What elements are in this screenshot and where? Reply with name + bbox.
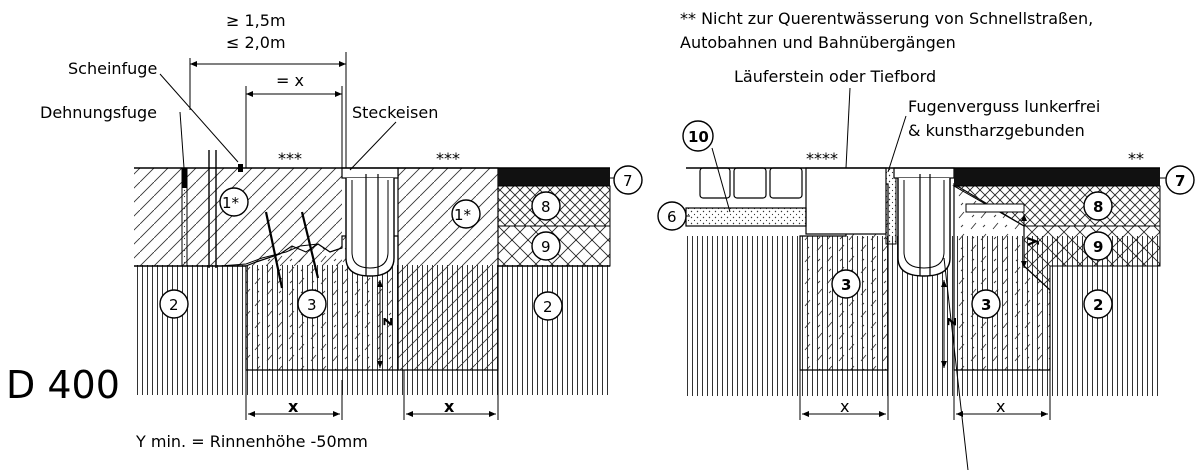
dim-x-right-2: x	[996, 397, 1005, 416]
curb-stone	[805, 167, 887, 235]
circle-label-r8: 9	[1093, 238, 1103, 256]
stars-right-2: **	[1128, 149, 1144, 168]
layer-6	[685, 207, 807, 227]
dim-min: ≥ 1,5m	[226, 11, 286, 30]
layer-7-asphalt	[498, 168, 610, 186]
circle-label-l5: 3	[307, 296, 317, 314]
circle-label-l2: 1*	[454, 206, 472, 224]
circle-label-l3: 2	[169, 296, 179, 314]
label-laeuferstein: Läuferstein oder Tiefbord	[734, 67, 936, 86]
dim-x-left-1: x	[288, 397, 299, 416]
note-y-min: Y min. = Rinnenhöhe -50mm	[135, 432, 368, 451]
note-top-right-1: ** Nicht zur Querentwässerung von Schnel…	[680, 9, 1093, 28]
label-dehnungsfuge: Dehnungsfuge	[40, 103, 157, 122]
left-section	[134, 52, 643, 420]
circle-label-r5: 2	[1093, 296, 1103, 314]
slab-right	[397, 167, 499, 371]
dim-max: ≤ 2,0m	[226, 33, 286, 52]
note-top-right-2: Autobahnen und Bahnübergängen	[680, 33, 956, 52]
drawing-title: D 400	[6, 363, 120, 407]
circle-label-l8: 9	[541, 238, 551, 256]
slab-left	[134, 168, 342, 266]
stars-left-1: ***	[278, 149, 302, 168]
circle-label-l4: 2	[543, 298, 553, 316]
dim-eq-x: = x	[276, 71, 304, 90]
label-fugen-2: & kunstharzgebunden	[908, 121, 1085, 140]
circle-label-r1: 10	[688, 128, 709, 146]
grating-right	[893, 167, 955, 179]
label-steckeisen: Steckeisen	[352, 103, 438, 122]
label-fugen-1: Fugenverguss lunkerfrei	[908, 97, 1100, 116]
label-scheinfuge: Scheinfuge	[68, 59, 157, 78]
circle-label-r6: 7	[1175, 172, 1185, 190]
dim-z-right: z	[942, 317, 960, 326]
circle-label-r4: 3	[981, 296, 991, 314]
dim-x-right-1: x	[840, 397, 849, 416]
circle-label-l1: 1*	[222, 194, 240, 212]
stars-left-2: ***	[436, 149, 460, 168]
circle-label-r7: 8	[1093, 198, 1103, 216]
circle-label-l7: 8	[541, 198, 551, 216]
dim-y-right: y	[1024, 237, 1040, 246]
right-section	[657, 87, 1195, 471]
circle-label-l6: 7	[623, 172, 633, 190]
layer-7-asphalt-right	[954, 168, 1160, 186]
circle-label-r3: 3	[841, 276, 851, 294]
circle-label-r2: 6	[667, 208, 677, 226]
channel-left	[345, 178, 395, 277]
dim-x-left-2: x	[444, 397, 455, 416]
stars-right-4: ****	[806, 149, 838, 168]
channel-right	[897, 178, 951, 277]
dim-z-left: z	[378, 317, 396, 326]
